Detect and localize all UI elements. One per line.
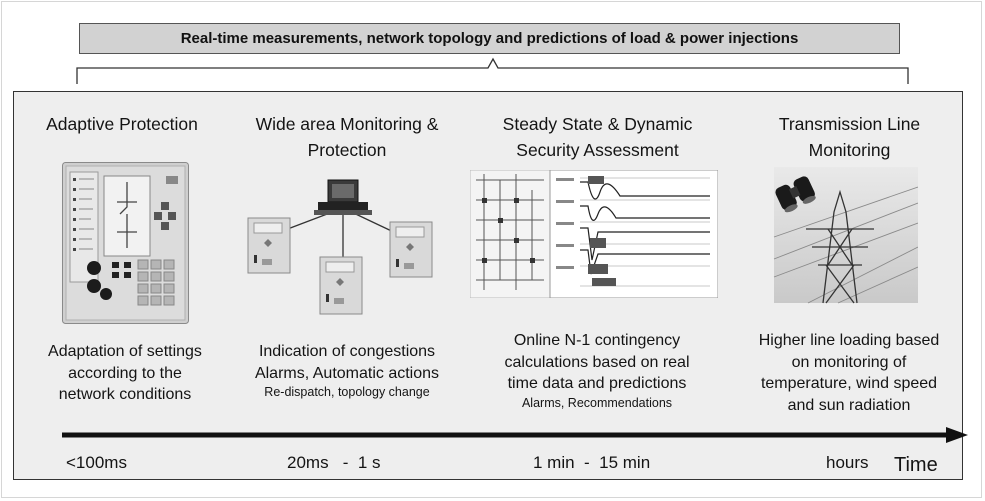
grouping-bracket	[76, 57, 909, 84]
col4-title-line: Monitoring	[808, 140, 891, 160]
timeline-tick: 20ms - 1 s	[287, 453, 381, 472]
col1-title-line: Adaptive Protection	[46, 114, 198, 134]
col1-title: Adaptive Protection	[22, 111, 222, 137]
time-axis-label: Time	[894, 454, 938, 476]
col2-title-line: Wide area Monitoring &	[255, 114, 439, 134]
input-banner: Real-time measurements, network topology…	[79, 23, 900, 54]
col1-desc-line: Adaptation of settings	[48, 343, 202, 360]
col3-title: Steady State & Dynamic Security Assessme…	[470, 111, 725, 163]
col2-title-line: Protection	[307, 140, 387, 160]
col3-desc-line: time data and predictions	[507, 375, 687, 392]
col2-sub-line: Re-dispatch, topology change	[264, 385, 430, 399]
timeline-tick: 1 min - 15 min	[533, 453, 651, 472]
protection-relay-device-icon	[62, 162, 189, 324]
col3-desc-line: Online N-1 contingency	[513, 332, 681, 349]
timeline-tick: hours	[826, 453, 869, 472]
col2-desc-line: Indication of congestions	[258, 343, 436, 360]
col3-description: Online N-1 contingency calculations base…	[472, 330, 722, 411]
col3-sub-line: Alarms, Recommendations	[521, 395, 673, 410]
col2-description: Indication of congestions Alarms, Automa…	[222, 341, 472, 400]
col4-title-line: Transmission Line	[778, 114, 921, 134]
col2-title: Wide area Monitoring & Protection	[222, 111, 472, 163]
col1-desc-line: according to the	[68, 364, 182, 382]
col4-desc-line: Higher line loading based	[758, 332, 940, 349]
timeline-tick: <100ms	[66, 453, 127, 472]
col3-desc-line: calculations based on real	[504, 353, 690, 371]
col4-desc-line: temperature, wind speed	[760, 375, 938, 392]
col4-title: Transmission Line Monitoring	[732, 111, 967, 163]
col4-description: Higher line loading based on monitoring …	[730, 330, 968, 416]
networked-relays-with-computer-icon	[247, 179, 433, 315]
col4-desc-line: and sun radiation	[787, 396, 911, 414]
col3-title-line: Security Assessment	[516, 140, 679, 160]
col2-desc-line: Alarms, Automatic actions	[254, 364, 440, 382]
transmission-tower-with-binoculars-icon	[773, 167, 918, 304]
security-assessment-chart-icon	[470, 170, 718, 298]
col1-desc-line: network conditions	[58, 386, 192, 403]
col3-title-line: Steady State & Dynamic	[502, 114, 693, 134]
col1-description: Adaptation of settings according to the …	[30, 341, 220, 406]
col4-desc-line: on monitoring of	[791, 353, 907, 371]
timeline-arrow	[62, 427, 968, 443]
